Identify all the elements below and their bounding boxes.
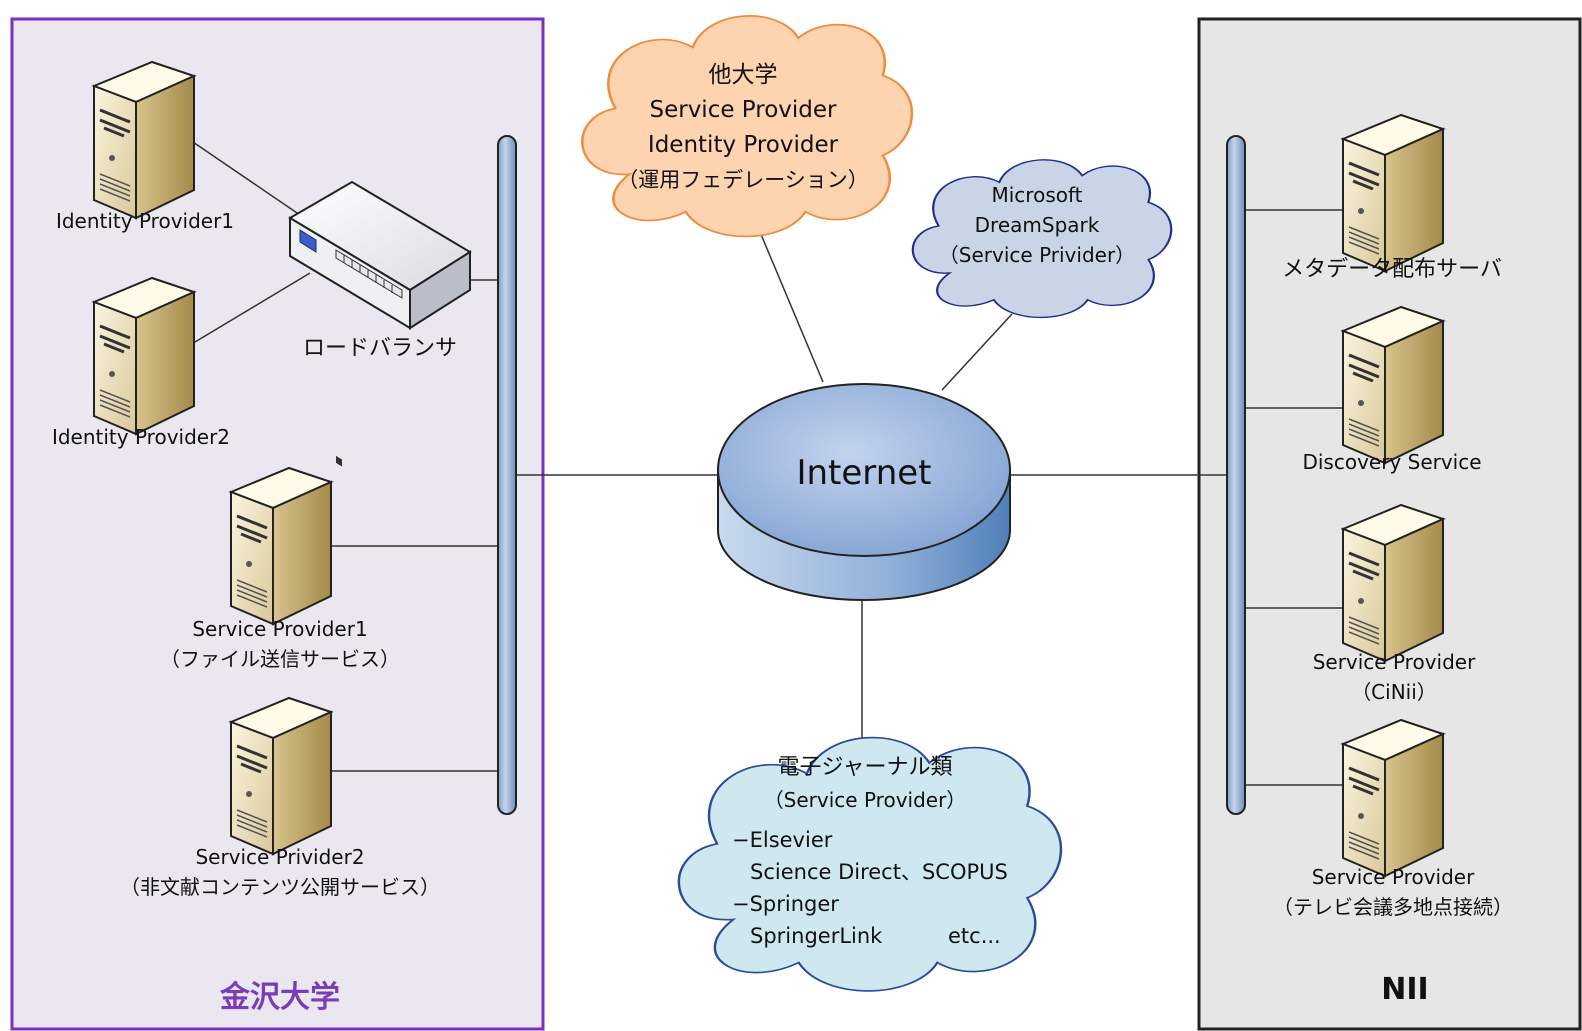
kanazawa-zone-title: 金沢大学	[220, 980, 340, 1015]
journal-item: Science Direct、SCOPUS	[750, 860, 1008, 884]
discovery-server-icon	[1341, 305, 1445, 465]
network-bus-icon	[497, 135, 517, 815]
idp1-server-icon	[92, 60, 196, 220]
internet-cylinder-icon	[717, 383, 1011, 601]
metadata-server-icon	[1341, 113, 1445, 273]
microsoft-cloud-text: Microsoft DreamSpark （Service Privider）	[938, 183, 1136, 267]
idp1-label: Identity Provider1	[55, 209, 235, 233]
journal-item: −Elsevier	[732, 828, 833, 852]
load-balancer-label: ロードバランサ	[302, 336, 457, 361]
metadata-label: メタデータ配布サーバ	[1282, 257, 1502, 282]
network-bus-icon	[1226, 135, 1246, 815]
cinii-server-icon	[1341, 503, 1445, 663]
tv-label: Service Provider （テレビ会議多地点接続）	[1273, 865, 1513, 919]
internet-label: Internet	[796, 453, 932, 493]
sp2-label: Service Privider2 （非文献コンテンツ公開サービス）	[120, 845, 440, 899]
idp2-server-icon	[92, 276, 196, 436]
journals-cloud-title: 電子ジャーナル類 （Service Provider）	[763, 755, 967, 812]
discovery-label: Discovery Service	[1302, 450, 1482, 474]
journal-item: SpringerLink	[750, 924, 883, 948]
sp1-label: Service Provider1 （ファイル送信サービス）	[160, 617, 400, 671]
journals-etc: etc...	[948, 924, 1001, 948]
journals-list: −Elsevier Science Direct、SCOPUS −Springe…	[732, 824, 1008, 952]
idp2-label: Identity Provider2	[51, 425, 231, 449]
cinii-label: Service Provider （CiNii）	[1312, 650, 1476, 704]
sp2-server-icon	[229, 696, 333, 856]
connection-lines	[189, 139, 1345, 786]
sp1-server-icon	[229, 466, 333, 626]
load-balancer-icon	[288, 180, 472, 467]
other-univ-cloud-text: 他大学 Service Provider Identity Provider （…	[617, 62, 869, 192]
nii-zone-title: NII	[1381, 972, 1429, 1007]
journal-item: −Springer	[732, 892, 839, 916]
tv-server-icon	[1341, 718, 1445, 878]
